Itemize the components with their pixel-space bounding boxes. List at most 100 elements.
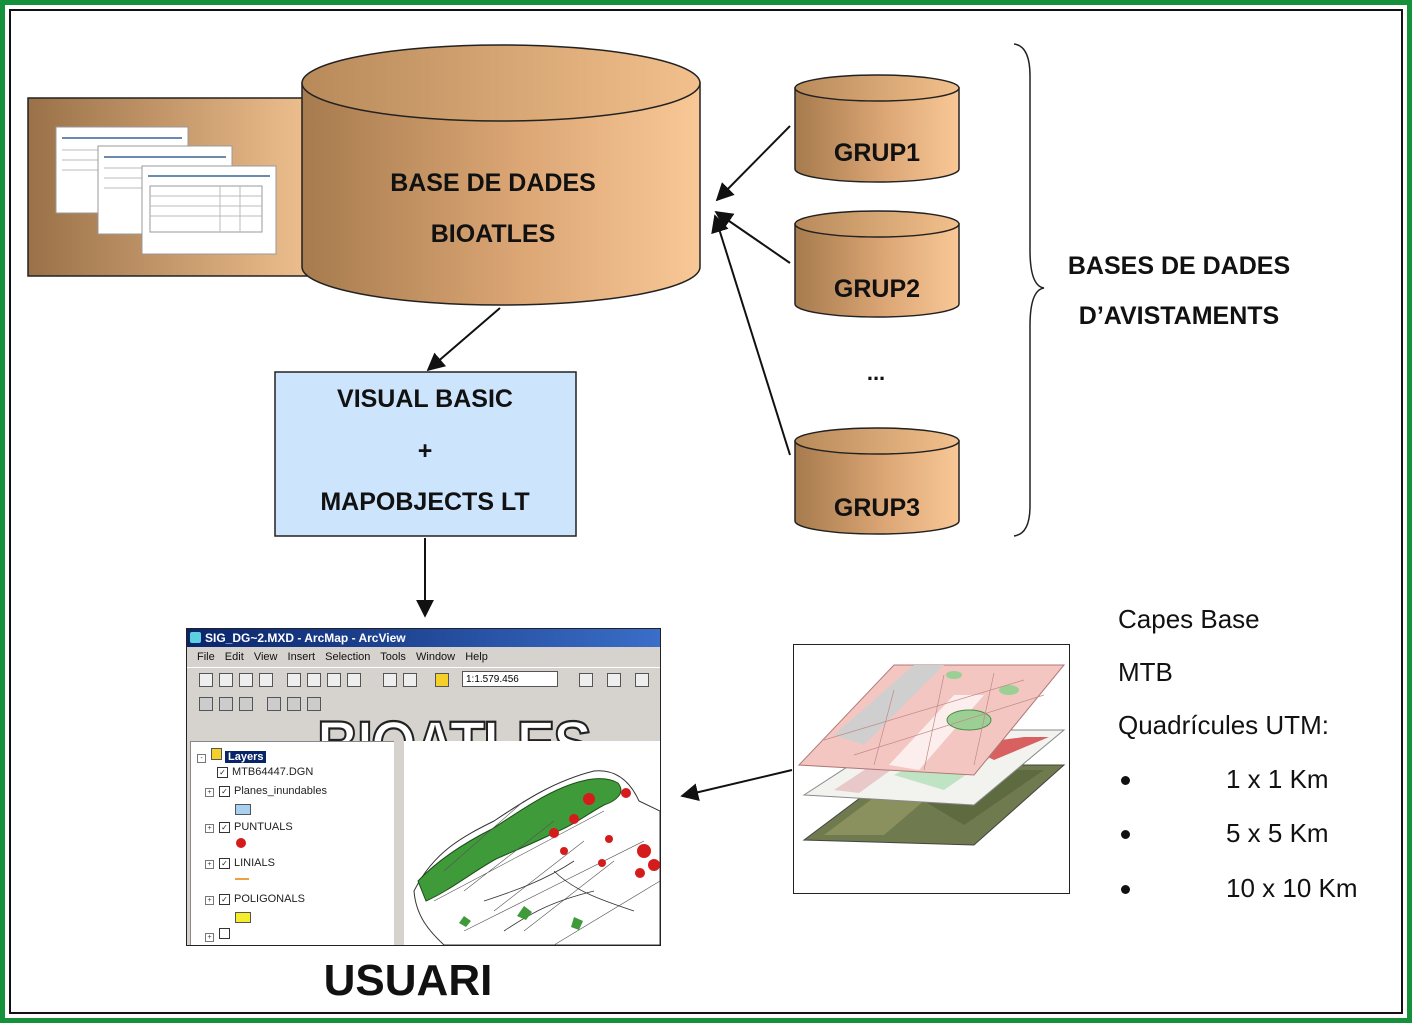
copy-icon (307, 673, 321, 687)
sighting-point (637, 844, 651, 858)
arcmap-screenshot: SIG_DG~2.MXD - ArcMap - ArcView File Edi… (186, 628, 661, 946)
menu-selection: Selection (325, 651, 371, 663)
toc-root-row: -Layers (197, 748, 267, 764)
sighting-point (583, 793, 595, 805)
layer-row: +✓POLIGONALS (205, 892, 305, 906)
capes-item-mtb: MTB (1118, 657, 1173, 687)
bullet-icon (1121, 776, 1130, 785)
stacked-layers (797, 664, 1066, 846)
layer-name: PUNTUALS (234, 821, 293, 833)
user-label: USUARI (324, 956, 493, 1005)
database-label-line1: BASE DE DADES (390, 169, 596, 197)
redo-icon (403, 673, 417, 687)
tool-icon (199, 697, 213, 711)
capes-title: Capes Base (1118, 604, 1260, 634)
map-grid (433, 800, 660, 945)
identify-icon (607, 673, 621, 687)
map-roads (483, 860, 635, 932)
arcmap-toolbar2 (187, 692, 660, 716)
arrow-grup1-to-database (715, 125, 791, 202)
tool-icon (239, 697, 253, 711)
sighting-point (605, 835, 613, 843)
layer-name: Planes_inundables (234, 785, 327, 797)
app-box-line3: MAPOBJECTS LT (320, 488, 529, 516)
tool-icon (267, 697, 281, 711)
delete-icon (347, 673, 361, 687)
database-label-line2: BIOATLES (431, 220, 556, 248)
groups-ellipsis: ... (867, 360, 885, 385)
sightings-label-line2: D’AVISTAMENTS (1079, 302, 1279, 330)
layer-symbol (235, 804, 251, 815)
app-box: VISUAL BASIC + MAPOBJECTS LT (274, 371, 577, 537)
sightings-label-line1: BASES DE DADES (1068, 252, 1290, 280)
arcmap-menubar: File Edit View Insert Selection Tools Wi… (187, 647, 660, 667)
green-patch (459, 906, 583, 930)
layer-row: ✓MTB64447.DGN (217, 765, 313, 779)
open-icon (219, 673, 233, 687)
save-icon (239, 673, 253, 687)
menu-help: Help (465, 651, 488, 663)
map-view (404, 741, 660, 945)
arcmap-app-icon (190, 632, 201, 643)
menu-view: View (253, 651, 278, 663)
database-bioatles-cylinder: BASE DE DADES BIOATLES (301, 44, 701, 306)
arcmap-titlebar: SIG_DG~2.MXD - ArcMap - ArcView (187, 629, 660, 647)
menu-file: File (197, 651, 215, 663)
group-label: GRUP2 (834, 275, 920, 303)
bullet-icon (1121, 885, 1130, 894)
group-cylinder: GRUP1 (794, 74, 960, 183)
arcmap-panes: -Layers ✓MTB64447.DGN +✓Planes_inundable… (187, 741, 660, 945)
cut-icon (287, 673, 301, 687)
layer-symbol (235, 878, 249, 880)
arrow-database-to-app (426, 307, 501, 372)
undo-icon (383, 673, 397, 687)
layer-symbol (236, 838, 246, 848)
layer-row: + (205, 928, 234, 943)
capes-item-utm: Quadrícules UTM: (1118, 710, 1329, 740)
sightings-brace (1013, 43, 1045, 537)
scale-field: 1:1.579.456 (462, 671, 558, 687)
tool-icon (219, 697, 233, 711)
utm-grid-10km: 10 x 10 Km (1226, 873, 1358, 903)
layer-name: POLIGONALS (234, 893, 305, 905)
menu-window: Window (416, 651, 456, 663)
layers-folder-icon (211, 748, 222, 760)
layer-name: MTB64447.DGN (232, 766, 314, 778)
arcmap-title: SIG_DG~2.MXD - ArcMap - ArcView (205, 631, 406, 645)
paste-icon (327, 673, 341, 687)
pane-splitter (394, 741, 404, 945)
menu-tools: Tools (380, 651, 406, 663)
bullet-icon (1121, 830, 1130, 839)
utm-grid-5km: 5 x 5 Km (1226, 818, 1329, 848)
menu-edit: Edit (224, 651, 244, 663)
mallorca-map (413, 770, 660, 945)
group-cylinder: GRUP2 (794, 210, 960, 318)
editor-icon (579, 673, 593, 687)
table-of-contents: -Layers ✓MTB64447.DGN +✓Planes_inundable… (190, 741, 395, 945)
menu-insert: Insert (287, 651, 316, 663)
sighting-point (560, 847, 568, 855)
sighting-point (549, 828, 559, 838)
tool-icon (307, 697, 321, 711)
layer-row: +✓LINIALS (205, 856, 275, 870)
group-cylinder: GRUP3 (794, 427, 960, 535)
tool-icon (287, 697, 301, 711)
group-label: GRUP1 (834, 139, 920, 167)
utm-grid-1km: 1 x 1 Km (1226, 764, 1329, 794)
layer-row: +✓PUNTUALS (205, 820, 293, 834)
report-page-thumbnail (141, 165, 277, 255)
layer-symbol (235, 912, 251, 923)
app-box-line2: + (418, 437, 433, 465)
add-data-icon (435, 673, 449, 687)
sighting-point (621, 788, 631, 798)
reports-panel (27, 97, 329, 277)
layer-row: +✓Planes_inundables (205, 784, 327, 798)
sighting-point (569, 814, 579, 824)
figure-inner-border (9, 9, 1403, 1014)
group-label: GRUP3 (834, 494, 920, 522)
layer-name: LINIALS (234, 857, 275, 869)
toc-root-label: Layers (225, 751, 267, 763)
help-icon (635, 673, 649, 687)
arcmap-toolbar: 1:1.579.456 (187, 667, 660, 692)
